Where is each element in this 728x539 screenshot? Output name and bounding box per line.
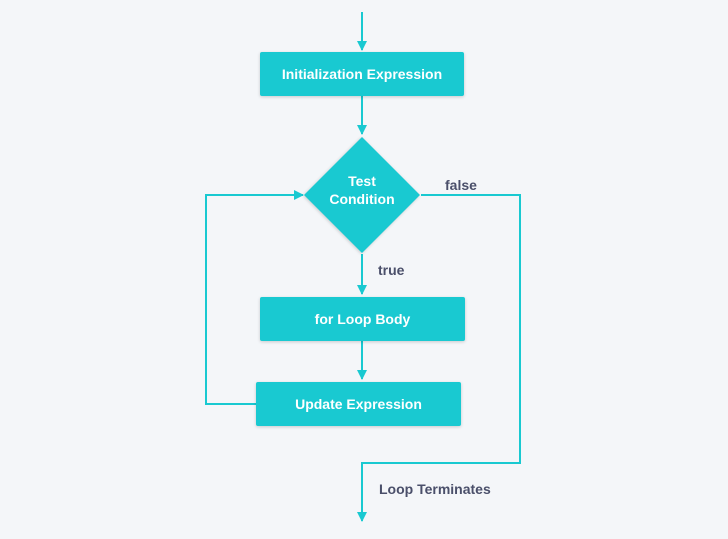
- initialization-label: Initialization Expression: [281, 66, 443, 82]
- false-arrow: [357, 194, 521, 522]
- loop-terminates-label: Loop Terminates: [379, 481, 491, 497]
- initialization-node: Initialization Expression: [260, 52, 464, 96]
- loop-body-node: for Loop Body: [260, 297, 465, 341]
- true-label: true: [378, 262, 405, 278]
- update-expression-node: Update Expression: [256, 382, 461, 426]
- update-expression-label: Update Expression: [295, 396, 422, 412]
- test-condition-label: Test Condition: [312, 172, 412, 208]
- loop-back-arrow: [205, 190, 304, 405]
- false-label: false: [445, 177, 477, 193]
- test-condition-line-2: Condition: [329, 191, 395, 207]
- loop-body-label: for Loop Body: [314, 311, 411, 327]
- test-condition-line-1: Test: [348, 173, 376, 189]
